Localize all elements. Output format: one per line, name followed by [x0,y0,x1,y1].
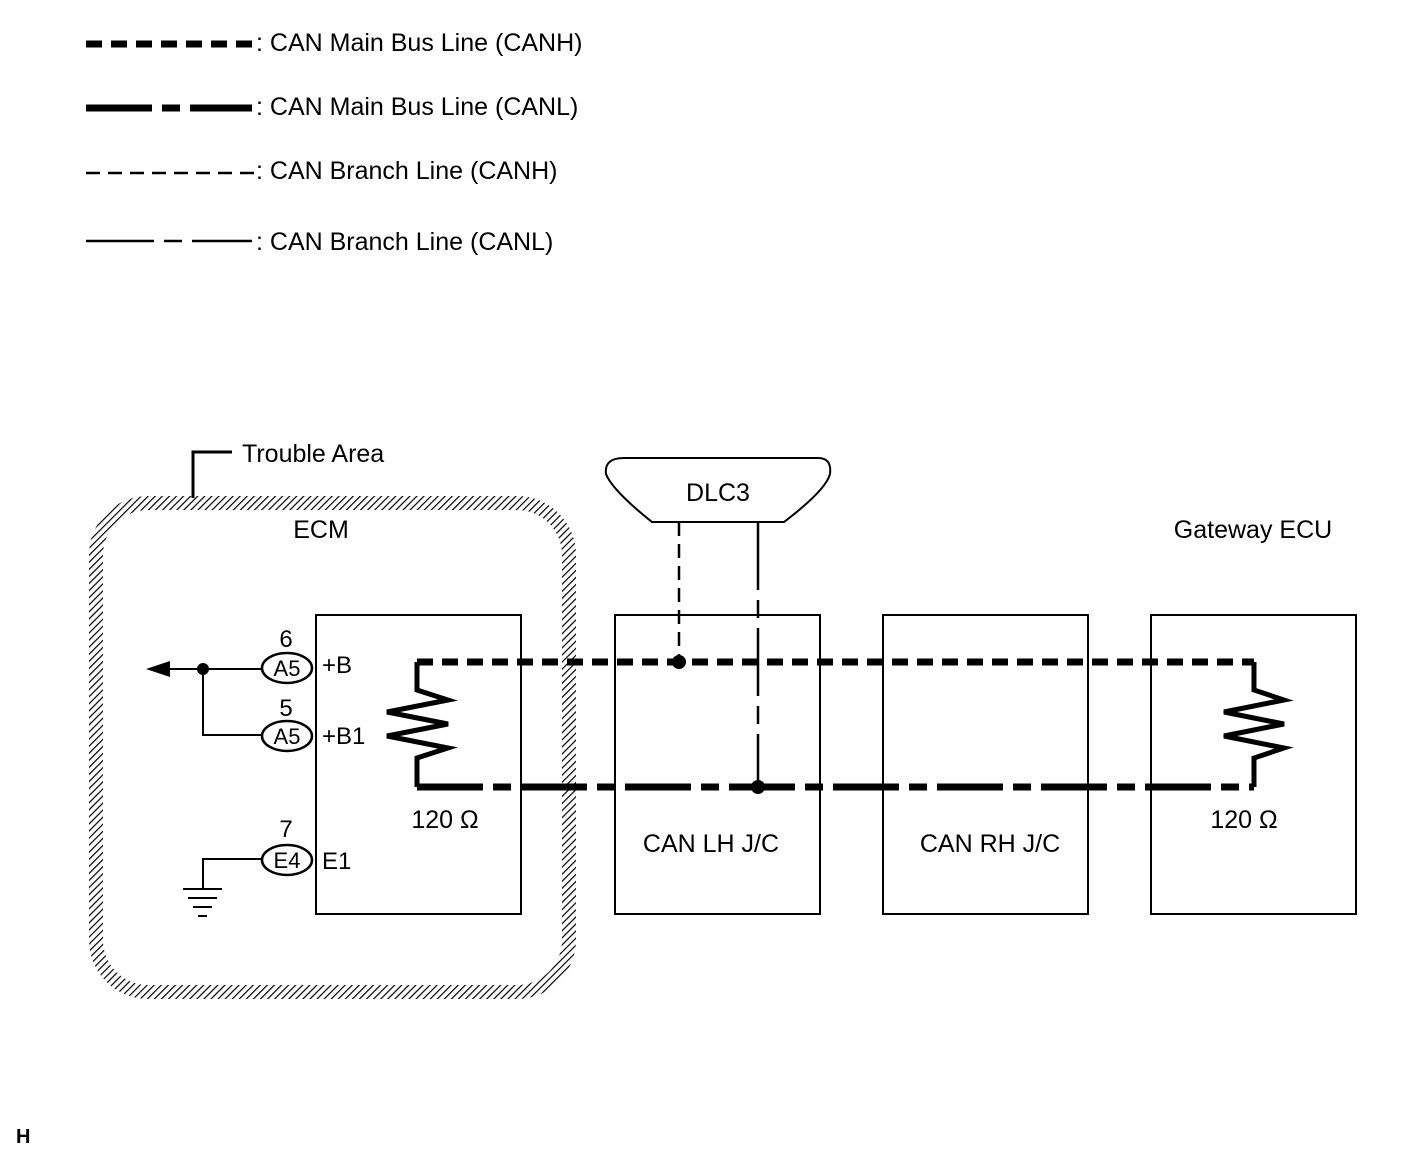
ecm-power-wiring [146,661,262,888]
ecm-box [315,614,522,915]
connector-id: A5 [274,724,301,749]
trouble-area-label: Trouble Area [242,440,384,468]
pin-number: 5 [279,695,292,722]
power-arrow-icon [146,661,170,677]
ecm-resistor-value: 120 Ω [411,806,478,834]
terminal-name: E1 [322,848,351,875]
gateway-ecu-box [1150,614,1357,915]
terminal-name: +B1 [322,723,365,750]
trouble-area-leader [191,450,232,498]
connector-oval [260,843,314,877]
ground-icon [183,888,222,917]
connector-id: A5 [274,656,301,681]
legend-label-main-canh: : CAN Main Bus Line (CANH) [256,29,582,57]
legend-item-main-canh: : CAN Main Bus Line (CANH) [86,29,582,57]
gateway-ecu-title: Gateway ECU [1174,516,1332,544]
ecm-pin-plus-b: 6 A5 +B [260,626,352,685]
dlc3-connector [604,457,832,523]
branch-canl-junction-dot [751,780,765,794]
legend-item-main-canl: : CAN Main Bus Line (CANL) [86,93,578,121]
can-rh-jc-label: CAN RH J/C [920,830,1060,858]
ecm-resistor-icon [386,662,458,787]
ecm-pin-e1: 7 E4 E1 [260,816,351,877]
trouble-area: Trouble Area [89,440,576,999]
gateway-resistor-value: 120 Ω [1210,806,1277,834]
can-rh-jc-box [882,614,1089,915]
legend: : CAN Main Bus Line (CANH) : CAN Main Bu… [86,29,582,256]
gateway-resistor-icon [1223,662,1294,787]
legend-label-main-canl: : CAN Main Bus Line (CANL) [256,93,578,121]
legend-item-branch-canh: : CAN Branch Line (CANH) [86,157,557,185]
legend-item-branch-canl: : CAN Branch Line (CANL) [86,228,553,256]
connector-id: E4 [274,848,301,873]
ecm-title: ECM [293,516,349,544]
legend-label-branch-canl: : CAN Branch Line (CANL) [256,228,553,256]
corner-mark: H [16,1126,30,1148]
pin-number: 7 [279,816,292,843]
trouble-area-border [89,496,576,999]
can-lh-jc-box [614,614,821,915]
terminal-name: +B [322,652,352,679]
connector-oval [260,651,314,685]
pin-number: 6 [279,626,292,653]
can-lh-jc-label: CAN LH J/C [643,830,779,858]
connector-oval [260,719,314,753]
ecm-pin-plus-b1: 5 A5 +B1 [260,695,365,753]
branch-canh-junction-dot [672,655,686,669]
legend-label-branch-canh: : CAN Branch Line (CANH) [256,157,557,185]
dlc3-label: DLC3 [686,479,750,507]
